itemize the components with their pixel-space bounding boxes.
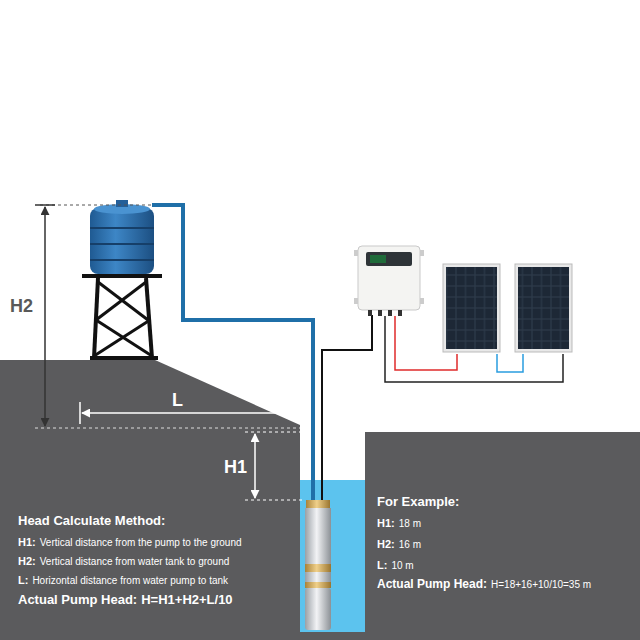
- dimension-label: L: [172, 390, 183, 411]
- key-term: H2:: [18, 555, 36, 568]
- formula-heading: Actual Pump Head:: [18, 593, 137, 608]
- key-term: H1:: [377, 517, 395, 530]
- key-term: H2:: [377, 538, 395, 551]
- well-floor: [300, 632, 365, 640]
- text-row: H2: Vertical distance from water tank to …: [18, 555, 229, 568]
- pump-cable: [322, 315, 372, 502]
- text-row: H1: 18 m: [377, 517, 421, 530]
- formula-text: H=18+16+10/10=35 m: [491, 579, 591, 591]
- water-tank: [90, 200, 154, 274]
- text-row: H2: 16 m: [377, 538, 421, 551]
- text-row: L: 10 m: [377, 559, 414, 572]
- panel-wire: [385, 316, 563, 382]
- definition-text: Horizontal distance from water pump to t…: [32, 575, 228, 587]
- definition-text: Vertical distance from the pump to the g…: [40, 537, 242, 549]
- dimension-line: [44, 207, 46, 426]
- formula-heading: Actual Pump Head:: [377, 578, 487, 592]
- panel-wire: [497, 354, 523, 372]
- dimension-label: H1: [224, 457, 247, 478]
- value-text: 18 m: [399, 518, 421, 530]
- key-term: L:: [377, 559, 387, 572]
- well-water: [300, 480, 365, 632]
- text-row: L: Horizontal distance from water pump to…: [18, 574, 228, 587]
- value-text: 10 m: [391, 560, 413, 572]
- text-row: H1: [224, 457, 247, 478]
- tank-stand: [82, 276, 162, 358]
- value-text: 16 m: [399, 539, 421, 551]
- dimension-label: H2: [10, 296, 33, 317]
- section-heading: Head Calculate Method:: [18, 514, 165, 529]
- dimension-line: [82, 412, 298, 414]
- key-term: H1:: [18, 536, 36, 549]
- text-row: Actual Pump Head: H=18+16+10/10=35 m: [377, 578, 591, 592]
- ground-right: [365, 432, 640, 640]
- water-pipe: [152, 205, 313, 502]
- text-row: For Example:: [377, 495, 459, 510]
- text-row: H1: Vertical distance from the pump to th…: [18, 536, 242, 549]
- key-term: L:: [18, 574, 28, 587]
- text-row: H2: [10, 296, 33, 317]
- pump-controller: [354, 246, 424, 316]
- section-heading: For Example:: [377, 495, 459, 510]
- dimension-line: [254, 434, 256, 498]
- submersible-pump: [305, 500, 331, 630]
- panel-wire: [395, 316, 457, 370]
- formula-text: H=H1+H2+L/10: [141, 593, 232, 608]
- solar-panel: [443, 264, 500, 352]
- text-row: L: [172, 390, 183, 411]
- solar-panel: [515, 264, 572, 352]
- text-row: Actual Pump Head: H=H1+H2+L/10: [18, 593, 233, 608]
- definition-text: Vertical distance from water tank to gro…: [40, 556, 230, 568]
- text-row: Head Calculate Method:: [18, 514, 165, 529]
